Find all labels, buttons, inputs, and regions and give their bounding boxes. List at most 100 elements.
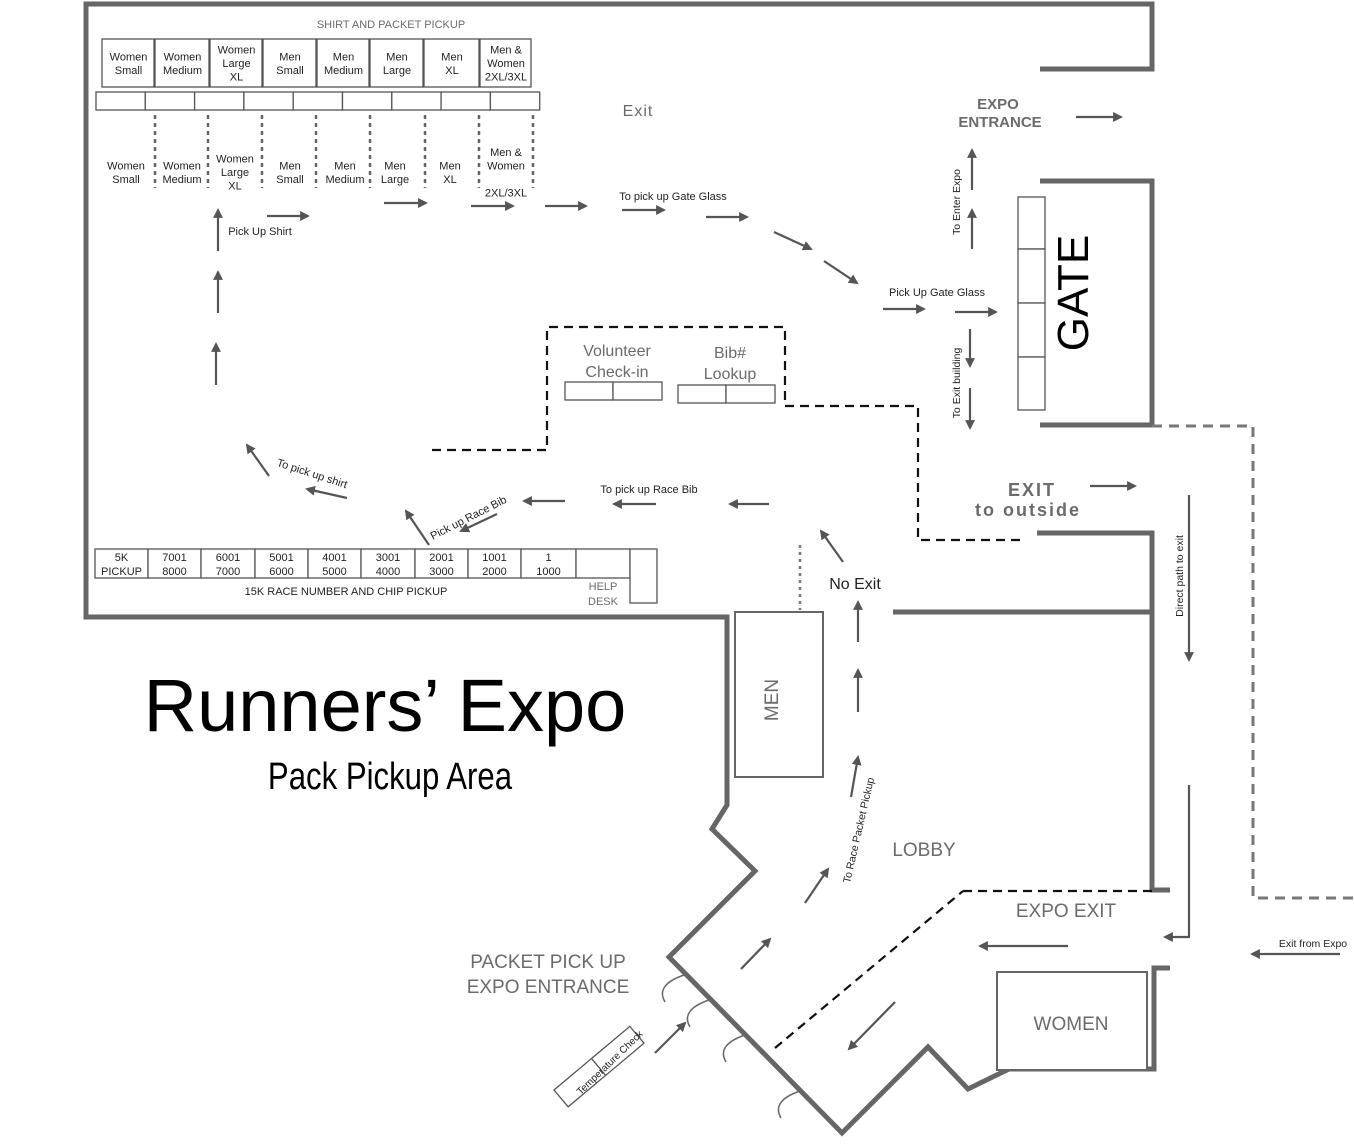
shirt-size-text: XL xyxy=(443,174,456,186)
traffic-arrows xyxy=(211,112,1340,1054)
gate-label: GATE xyxy=(1049,235,1098,352)
to-pick-up-shirt-label: To pick up shirt xyxy=(275,457,348,491)
shirt-size-box xyxy=(154,38,210,88)
shirt-size-box xyxy=(369,38,424,88)
race-bin-text: 1000 xyxy=(536,566,560,578)
expo-entrance-label-2: ENTRANCE xyxy=(958,114,1041,131)
bib-table-left xyxy=(677,384,727,404)
shirt-size-text: XL xyxy=(445,65,458,77)
page-subtitle: Pack Pickup Area xyxy=(268,756,513,798)
direct-exit-path xyxy=(1152,424,1354,900)
help-desk xyxy=(629,548,658,604)
expo-exit-label: EXPO EXIT xyxy=(1016,901,1117,922)
table-cell xyxy=(391,91,442,111)
to-exit-building-label: To Exit building xyxy=(951,348,963,419)
no-exit-label: No Exit xyxy=(829,576,881,593)
pick-up-gate-glass-label: Pick Up Gate Glass xyxy=(889,287,985,299)
shirt-size-text: Small xyxy=(115,65,143,77)
shirt-size-text: Men xyxy=(334,160,355,172)
packet-pickup-label-2: EXPO ENTRANCE xyxy=(467,977,630,998)
race-bin-text: 1 xyxy=(545,552,551,564)
to-enter-expo-label: To Enter Expo xyxy=(951,169,963,235)
shirt-pickup-table xyxy=(95,91,541,111)
race-bin-text: 6000 xyxy=(269,566,293,578)
race-section-heading: 15K RACE NUMBER AND CHIP PICKUP xyxy=(245,586,448,598)
exit-top-label: Exit xyxy=(623,103,654,120)
shirt-size-text: Medium xyxy=(325,174,364,186)
table-cell xyxy=(341,91,393,111)
table-cell xyxy=(292,91,344,111)
race-bin-text: 7000 xyxy=(216,566,240,578)
race-bin-text: 5K xyxy=(115,552,129,564)
shirt-size-text: 2XL/3XL xyxy=(485,72,527,84)
shirt-size-text: Large xyxy=(221,167,249,179)
race-bin xyxy=(307,548,362,579)
race-bin-text: 2001 xyxy=(429,552,453,564)
shirt-size-text: Men xyxy=(279,160,300,172)
race-bin xyxy=(147,548,202,579)
shirt-size-text: 2XL/3XL xyxy=(485,187,527,199)
shirt-size-text: Medium xyxy=(162,174,201,186)
shirt-size-text: Men xyxy=(333,51,354,63)
table-cell xyxy=(95,91,146,111)
shirt-size-labels: WomenSmallWomenMediumWomenLargeXLMenSmal… xyxy=(107,147,527,200)
shirt-size-text: Large xyxy=(222,58,250,70)
shirt-size-text: Small xyxy=(276,174,304,186)
shirt-size-box xyxy=(316,38,370,88)
staff-area-boundary xyxy=(432,325,1022,542)
shirt-size-text: Men & xyxy=(490,147,522,159)
shirt-size-text: Large xyxy=(383,65,411,77)
to-pick-up-race-bib-label: To pick up Race Bib xyxy=(600,484,697,496)
pick-up-race-bib-label: Pick up Race Bib xyxy=(429,494,509,543)
shirt-size-text: Women xyxy=(110,51,148,63)
shirt-size-text: Men xyxy=(386,51,407,63)
race-bin-text: 4001 xyxy=(322,552,346,564)
race-bin-text: PICKUP xyxy=(101,566,142,578)
race-bin-text: 5000 xyxy=(322,566,346,578)
help-desk-label-2: DESK xyxy=(588,596,619,608)
page-title: Runners’ Expo xyxy=(144,664,627,747)
men-label: MEN xyxy=(762,679,783,721)
shirt-size-text: Large xyxy=(381,174,409,186)
race-bin-text: 2000 xyxy=(482,566,506,578)
shirt-size-box xyxy=(423,38,480,88)
to-pick-up-gate-glass-label: To pick up Gate Glass xyxy=(619,191,727,203)
shirt-size-text: Small xyxy=(112,174,140,186)
table-cell xyxy=(243,91,294,111)
shirt-size-box xyxy=(209,38,263,88)
expo-exit-boundary xyxy=(774,890,964,1049)
shirt-size-box xyxy=(262,38,317,88)
direct-path-label: Direct path to exit xyxy=(1174,535,1186,617)
volunteer-label-2: Check-in xyxy=(585,364,648,381)
shirt-size-text: Medium xyxy=(324,65,363,77)
shirt-size-box xyxy=(101,38,155,88)
race-bin-text: 3000 xyxy=(429,566,453,578)
shirt-size-text: Women xyxy=(216,154,254,166)
shirt-size-boxes: WomenSmallWomenMediumWomenLargeXLMenSmal… xyxy=(101,38,532,88)
shirt-size-text: Men xyxy=(439,160,460,172)
shirt-size-text: Men xyxy=(441,51,462,63)
women-label: WOMEN xyxy=(1034,1014,1109,1035)
race-bin xyxy=(200,548,256,579)
lobby-label: LOBBY xyxy=(892,840,956,861)
shirt-size-text: XL xyxy=(230,72,243,84)
shirt-size-text: Women xyxy=(164,51,202,63)
temperature-check-table xyxy=(553,1025,645,1108)
shirt-size-text: Women xyxy=(163,160,201,172)
shirt-size-text: Men & xyxy=(490,45,522,57)
women-restroom xyxy=(996,971,1148,1071)
race-bin-empty xyxy=(575,548,631,579)
shirt-size-text: Men xyxy=(279,51,300,63)
race-bin-text: 1001 xyxy=(482,552,506,564)
men-restroom xyxy=(734,611,824,778)
entrance-doors xyxy=(661,974,801,1119)
pick-up-shirt-label: Pick Up Shirt xyxy=(228,226,292,238)
race-bin-text: 3001 xyxy=(376,552,400,564)
shirt-size-text: Small xyxy=(276,65,304,77)
bib-table-right xyxy=(725,384,776,404)
race-bin xyxy=(94,548,149,579)
shirt-size-text: Women xyxy=(487,58,525,70)
shirt-size-text: Women xyxy=(107,160,145,172)
shirt-size-text: Women xyxy=(218,45,256,57)
race-bin-text: 5001 xyxy=(269,552,293,564)
